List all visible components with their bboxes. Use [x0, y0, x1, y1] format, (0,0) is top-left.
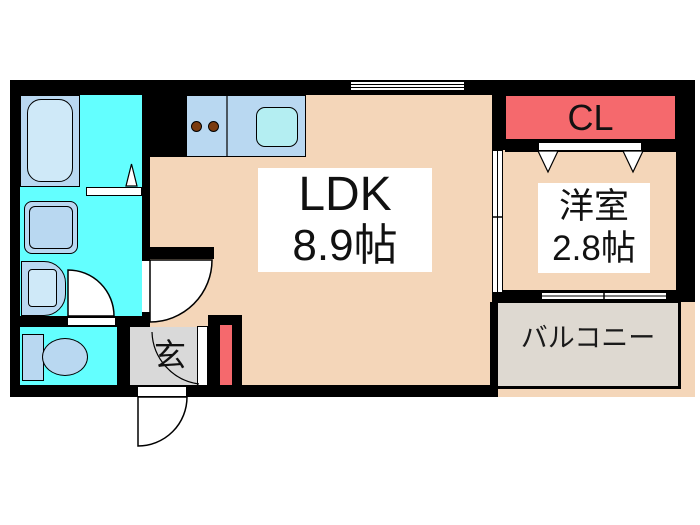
- western-room-size: 2.8帖: [552, 229, 636, 268]
- entrance-doorway: [137, 386, 187, 397]
- wall-right: [676, 80, 695, 302]
- ldk-label-box: LDK 8.9帖: [258, 168, 432, 272]
- ldk-room-name: LDK: [298, 168, 392, 221]
- western-room-label-box: 洋室 2.8帖: [538, 183, 650, 273]
- entrance-door-swing: [137, 396, 188, 447]
- ldk-room-size: 8.9帖: [292, 221, 398, 270]
- washing-machine-drum: [29, 206, 73, 249]
- closet-label: CL: [567, 97, 614, 138]
- shoe-cabinet-strip: [220, 325, 232, 385]
- wash-basin-bowl: [28, 269, 57, 307]
- wall-washroom-ldk: [142, 157, 150, 327]
- bathtub: [27, 99, 73, 182]
- stove-burner-right: [208, 121, 219, 132]
- wall-toilet-entrance: [117, 327, 130, 397]
- toilet-tank: [22, 334, 44, 381]
- closet-door-track: [538, 142, 642, 151]
- window-west-bottom: [541, 292, 667, 300]
- wall-balcony-left: [490, 302, 498, 388]
- toilet-doorway: [68, 317, 115, 326]
- washroom-doorway: [142, 260, 150, 313]
- closet-box: [505, 95, 676, 140]
- balcony-floor: [498, 302, 681, 389]
- wall-left: [10, 80, 20, 397]
- balcony-label: バルコニー: [520, 323, 656, 353]
- wall-bottom: [10, 385, 498, 397]
- entrance-label: 玄: [153, 337, 186, 373]
- folding-bath-door: [86, 187, 142, 196]
- sliding-door-ldk-west: [492, 150, 503, 293]
- toilet-bowl: [42, 338, 88, 376]
- kitchen-sink: [256, 107, 298, 147]
- window-top-wall: [350, 81, 465, 91]
- western-room-name: 洋室: [558, 187, 629, 226]
- wall-ldk-west-top: [492, 95, 505, 150]
- wall-kitchen-column: [142, 95, 186, 157]
- stove-burner-left: [191, 121, 202, 132]
- wall-stub-ldk: [142, 247, 214, 259]
